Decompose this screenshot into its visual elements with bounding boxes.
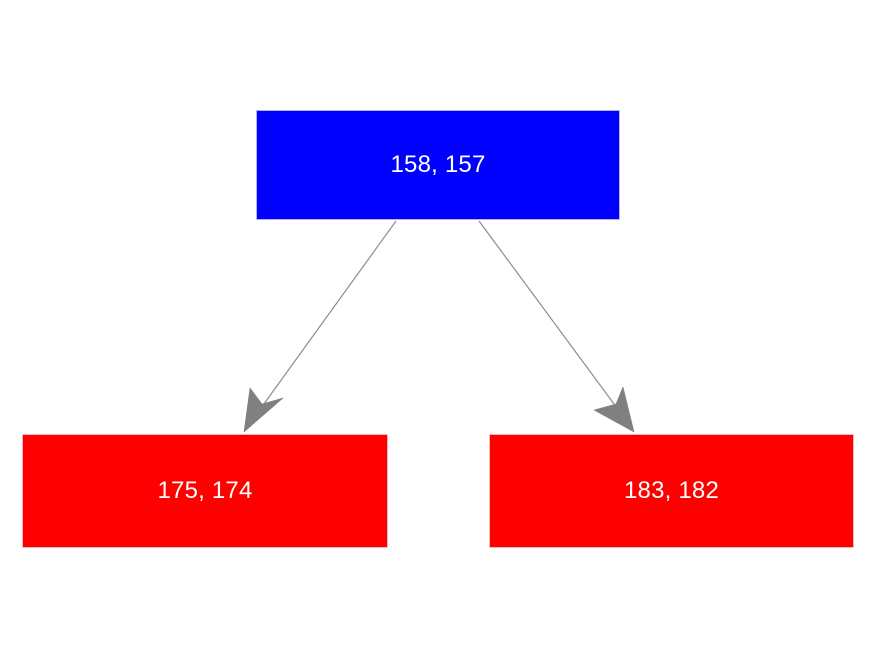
edge-root-to-left-arrowhead — [243, 387, 284, 433]
tree-node-left-child[interactable]: 175, 174 — [22, 434, 388, 548]
edge-root-to-right-arrowhead — [593, 386, 635, 433]
edge-root-to-right-line — [478, 220, 618, 409]
tree-node-right-child-label: 183, 182 — [623, 477, 720, 504]
tree-node-root[interactable]: 158, 157 — [256, 110, 620, 220]
edge-root-to-left — [243, 220, 397, 433]
edge-root-to-right — [478, 220, 635, 433]
tree-node-left-child-label: 175, 174 — [157, 477, 253, 504]
tree-node-root-label: 158, 157 — [390, 151, 486, 178]
edge-root-to-left-line — [260, 220, 397, 409]
tree-node-right-child[interactable]: 183, 182 — [489, 434, 854, 548]
